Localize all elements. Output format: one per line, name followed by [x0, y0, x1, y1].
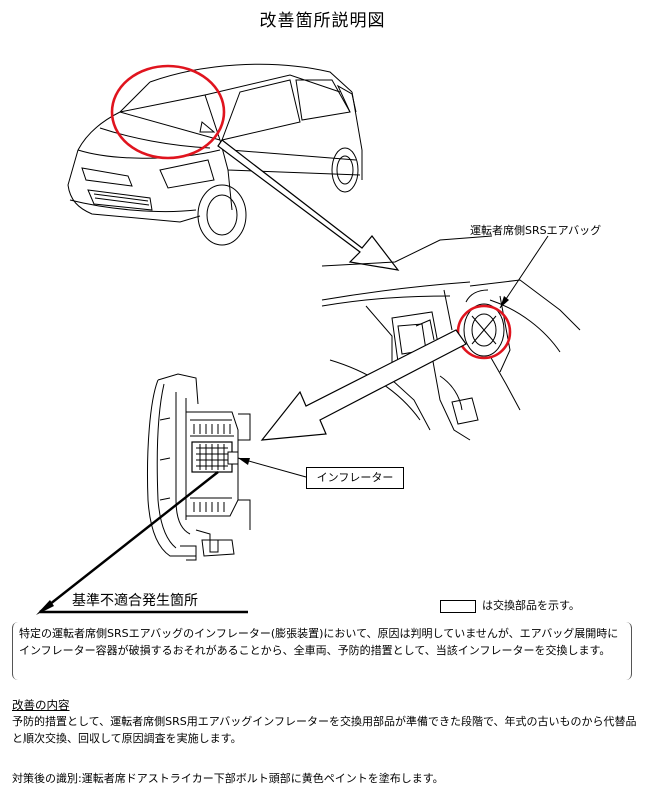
- highlight-circle-car: [110, 64, 226, 160]
- car-drawing: [67, 63, 363, 246]
- notice-box: 特定の運転者席側SRSエアバッグのインフレーター(膨張装置)において、原因は判明…: [12, 622, 632, 680]
- legend-text: は交換部品を示す。: [482, 599, 580, 612]
- airbag-label: 運転者席側SRSエアバッグ: [470, 224, 602, 237]
- zoom-arrow-dashboard: [260, 329, 467, 441]
- inflator-leader-line: [237, 457, 307, 478]
- legend-swatch: [440, 599, 476, 613]
- zoom-arrow-car: [217, 139, 400, 271]
- page-title: 改善箇所説明図: [259, 11, 386, 31]
- improvement-heading: 改善の内容: [12, 698, 70, 712]
- inflator-label: インフレーター: [306, 467, 404, 489]
- airbag-module-drawing: [146, 373, 251, 561]
- illustration: [36, 63, 581, 615]
- defect-leader-line: [39, 471, 219, 613]
- identification-text: 対策後の識別:運転者席ドアストライカー下部ボルト頭部に黄色ペイントを塗布します。: [12, 772, 444, 785]
- airbag-leader-line: [499, 235, 549, 309]
- legend: は交換部品を示す。: [440, 597, 580, 613]
- notice-text: 特定の運転者席側SRSエアバッグのインフレーター(膨張装置)において、原因は判明…: [19, 627, 619, 657]
- defect-location-label: 基準不適合発生箇所: [72, 593, 198, 609]
- dashboard-drawing: [321, 235, 581, 441]
- improvement-body: 予防的措置として、運転者席側SRS用エアバッグインフレーターを交換用部品が準備で…: [12, 715, 637, 745]
